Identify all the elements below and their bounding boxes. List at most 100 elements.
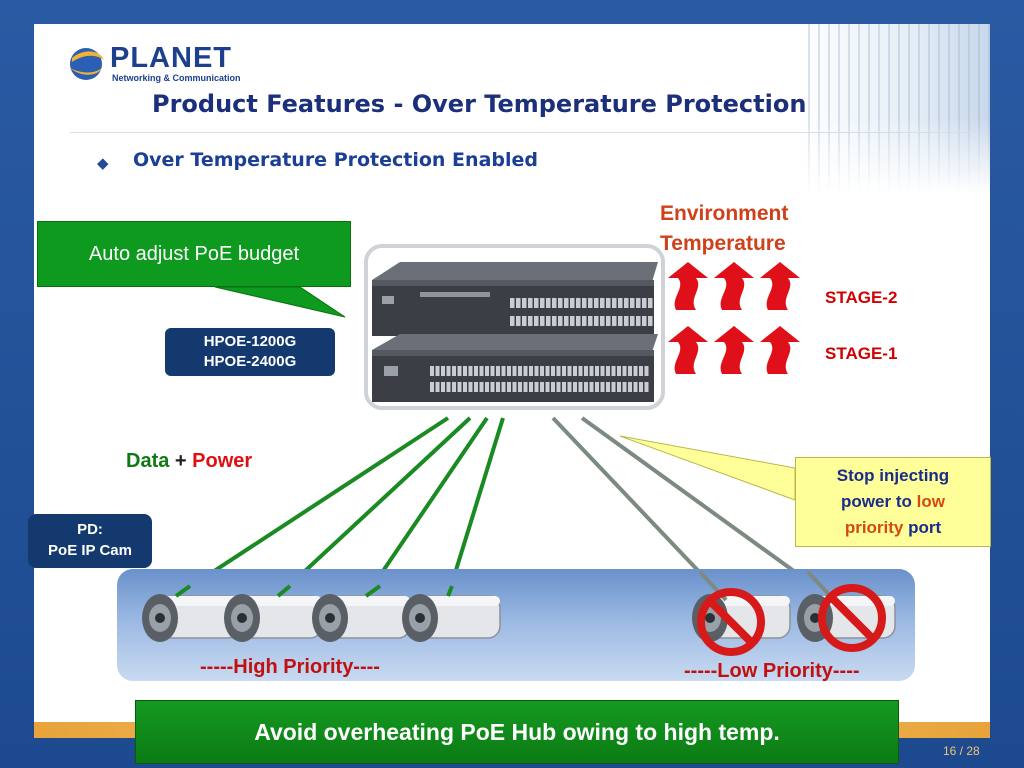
pd-line: PoE IP Cam [48,542,132,559]
switch-port [639,382,643,392]
switch-port [567,366,572,376]
switch-port [567,382,572,392]
switch-port [463,366,467,376]
stop-text-highlight: priority [844,518,904,537]
stage-1-label: STAGE-1 [825,344,898,363]
switch-port [642,298,647,308]
switch-port [430,382,434,392]
low-priority-label: -----Low Priority---- [684,660,860,682]
switch-port [633,366,638,376]
title-divider [70,132,970,133]
switch-port [624,298,629,308]
switch-port [485,366,489,376]
switch-port [564,316,569,326]
switch-port [573,382,577,392]
switch-port [582,316,587,326]
switch-port [600,366,605,376]
switch-port [510,316,515,326]
switch-port [617,366,621,376]
switch-port [606,366,610,376]
switch-port [457,366,462,376]
stage-2-label: STAGE-2 [825,288,898,307]
stop-text-highlight: low [916,492,945,511]
switch-port [584,382,588,392]
switch-port [501,366,506,376]
data-text: Data [126,450,170,472]
switch-port [582,298,587,308]
switch-port [540,316,545,326]
switch-port [644,366,649,376]
switch-port [463,382,467,392]
switch-port [562,366,566,376]
model-badge: HPOE-1200G HPOE-2400G [165,328,335,376]
switch-port [512,366,517,376]
switch-port [564,298,569,308]
switch-port [648,316,653,326]
heat-arrows [668,262,800,374]
switch-port [552,316,557,326]
switch-port [518,382,522,392]
switch-port [446,366,451,376]
switch-port [576,316,581,326]
switch-port [510,298,515,308]
pd-line: PD: [77,521,103,538]
switch-port [435,366,440,376]
switch-port [648,298,653,308]
switch-port [636,298,641,308]
switch-port [617,382,621,392]
switch-port [551,382,555,392]
switch-port [452,366,456,376]
switch-port [588,316,593,326]
switch-port [528,316,533,326]
switch-port [618,298,623,308]
high-priority-label: -----High Priority---- [200,656,380,678]
auto-adjust-callout: Auto adjust PoE budget [37,221,351,287]
switch-port [606,298,611,308]
switch-port [618,316,623,326]
switch-port [479,366,484,376]
switch-port [540,366,544,376]
switch-port [496,366,500,376]
switch-port [636,316,641,326]
up-arrow-icon [760,326,800,374]
switch-port [545,382,550,392]
switch-port [534,366,539,376]
switch-port [516,298,521,308]
switch-port [551,366,555,376]
up-arrow-icon [668,326,708,374]
switch-port [639,366,643,376]
model-name: HPOE-1200G [203,333,297,350]
switch-port [600,382,605,392]
switch-port [558,298,563,308]
stop-text: port [908,518,942,537]
stop-injecting-callout: Stop injecting power to low priority por… [795,457,991,547]
switch-port [490,382,495,392]
switch-port [474,366,478,376]
switch-port [501,382,506,392]
switch-port [522,298,527,308]
data-power-label: Data + Power [126,450,252,473]
switch-port [578,366,583,376]
switch-port [600,316,605,326]
up-arrow-icon [714,326,754,374]
switch-port [642,316,647,326]
switch-port [595,382,599,392]
switch-port [516,316,521,326]
switch-port [594,298,599,308]
switch-port [523,382,528,392]
switch-port [534,316,539,326]
switch-port [589,382,594,392]
switch-port [534,298,539,308]
switch-port [441,366,445,376]
switch-port [570,298,575,308]
switch-port [612,298,617,308]
stop-line-1: Stop injecting [836,466,950,485]
switch-port [507,382,511,392]
switch-port [611,366,616,376]
up-arrow-icon [714,262,754,310]
switch-port [628,382,632,392]
switch-port [529,366,533,376]
switch-port [578,382,583,392]
switch-port [556,382,561,392]
